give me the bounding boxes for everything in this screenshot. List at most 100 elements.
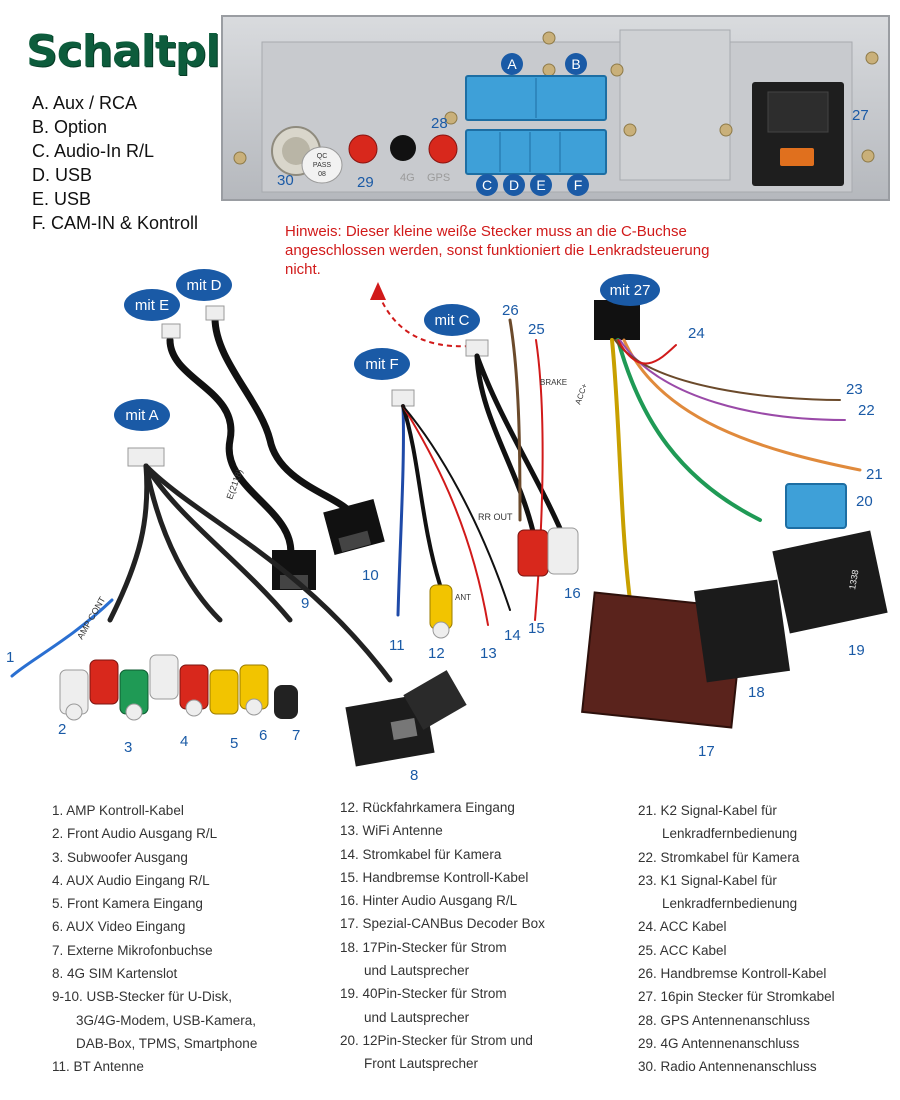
num-19: 19 xyxy=(848,642,865,659)
pass-label: PASS xyxy=(313,162,331,169)
legend-item: 22. Stromkabel für Kamera xyxy=(638,849,800,865)
num-23: 23 xyxy=(846,381,863,398)
port-legend-item: F. CAM-IN & Kontroll xyxy=(32,213,199,233)
num-24: 24 xyxy=(688,325,705,342)
port-legend-item: B. Option xyxy=(32,117,108,137)
legend-item-continuation: und Lautsprecher xyxy=(364,1009,470,1025)
port-f-label: F xyxy=(574,177,583,193)
legend-item: 7. Externe Mikrofonbuchse xyxy=(52,942,213,958)
legend-item-continuation: Front Lautsprecher xyxy=(364,1056,479,1072)
legend-item: 24. ACC Kabel xyxy=(638,919,727,935)
num-16: 16 xyxy=(564,585,581,602)
cable-bundle-f: ANT xyxy=(391,389,511,639)
legend-item: 29. 4G Antennenanschluss xyxy=(638,1035,800,1051)
amp-cont-tag: AMP CONT xyxy=(75,595,108,641)
num-3: 3 xyxy=(124,739,132,756)
num-20: 20 xyxy=(856,493,873,510)
legend-item: 5. Front Kamera Eingang xyxy=(52,896,203,912)
num-13: 13 xyxy=(480,645,497,662)
hint-text: Hinweis: Dieser kleine weiße Stecker mus… xyxy=(285,223,710,278)
legend-item: 1. AMP Kontroll-Kabel xyxy=(52,803,184,818)
port-d-label: D xyxy=(509,177,519,193)
legend-item: 15. Handbremse Kontroll-Kabel xyxy=(340,869,529,885)
legend-item-continuation: und Lautsprecher xyxy=(364,963,470,979)
legend-item: 16. Hinter Audio Ausgang R/L xyxy=(340,893,518,909)
port-legend-item: C. Audio-In R/L xyxy=(32,141,155,161)
num-4: 4 xyxy=(180,733,188,750)
num-5: 5 xyxy=(230,735,238,752)
legend-item-continuation: Lenkradfernbedienung xyxy=(662,826,798,842)
legend-column-1: 1. AMP Kontroll-Kabel 2. Front Audio Aus… xyxy=(52,799,257,1079)
acc-tag: ACC+ xyxy=(573,382,589,406)
port-legend: A. Aux / RCA B. Option C. Audio-In R/L D… xyxy=(32,91,198,235)
brake-tag: BRAKE xyxy=(540,378,567,387)
port-c-label: C xyxy=(482,177,492,193)
legend-item: 9-10. USB-Stecker für U-Disk, xyxy=(52,989,233,1005)
legend-item: 21. K2 Signal-Kabel für xyxy=(638,803,777,818)
num-12: 12 xyxy=(428,645,445,662)
num-30: 30 xyxy=(277,172,294,189)
legend-item: 19. 40Pin-Stecker für Strom xyxy=(340,986,507,1002)
num-10: 10 xyxy=(362,567,379,584)
num-28: 28 xyxy=(431,115,448,132)
num-8: 8 xyxy=(410,767,418,784)
legend-item: 28. GPS Antennenanschluss xyxy=(638,1012,810,1028)
port-legend-item: E. USB xyxy=(32,189,92,209)
rca-bundle-a: AMP CONT xyxy=(10,447,467,767)
legend-item: 8. 4G SIM Kartenslot xyxy=(52,966,178,982)
num-17: 17 xyxy=(698,743,715,760)
bubble-mit-e: mit E xyxy=(135,297,169,314)
legend-item: 4. AUX Audio Eingang R/L xyxy=(52,872,210,888)
num-9: 9 xyxy=(301,595,309,612)
connector-bubbles: mit E mit D mit A mit F mit C mit 27 xyxy=(114,269,660,431)
num-21: 21 xyxy=(866,466,883,483)
num-7: 7 xyxy=(292,727,300,744)
qc-label: QC xyxy=(317,153,328,160)
cable-number-labels: 1 2 3 4 5 6 7 8 9 10 11 12 13 14 15 16 1… xyxy=(6,302,883,784)
legend-item: 12. Rückfahrkamera Eingang xyxy=(340,800,515,815)
num-1: 1 xyxy=(6,649,14,666)
num-15: 15 xyxy=(528,620,545,637)
fourg-label: 4G xyxy=(400,172,415,184)
usb-cables: E(2118) xyxy=(161,305,385,590)
legend-column-2: 12. Rückfahrkamera Eingang 13. WiFi Ante… xyxy=(340,796,545,1076)
hint-arrow xyxy=(377,291,471,348)
gps-label: GPS xyxy=(427,172,450,184)
num-29: 29 xyxy=(357,174,374,191)
legend-item-continuation: Lenkradfernbedienung xyxy=(662,896,798,912)
legend-item: 11. BT Antenne xyxy=(52,1059,144,1075)
port-e-label: E xyxy=(536,177,545,193)
legend-item: 25. ACC Kabel xyxy=(638,942,727,958)
legend-item: 14. Stromkabel für Kamera xyxy=(340,846,502,862)
decoder-tag: 1338 xyxy=(847,569,860,590)
rr-out-tag: RR OUT xyxy=(478,512,513,522)
num-22: 22 xyxy=(858,402,875,419)
legend-item: 30. Radio Antennenanschluss xyxy=(638,1059,817,1075)
legend-item: 3. Subwoofer Ausgang xyxy=(52,849,188,865)
num-6: 6 xyxy=(259,727,267,744)
legend-column-3: 21. K2 Signal-Kabel für Lenkradfernbedie… xyxy=(638,799,835,1079)
num-25: 25 xyxy=(528,321,545,338)
legend-item: 6. AUX Video Eingang xyxy=(52,919,186,935)
port-legend-item: A. Aux / RCA xyxy=(32,93,138,113)
legend-item: 20. 12Pin-Stecker für Strom und xyxy=(340,1032,533,1048)
legend-item: 13. WiFi Antenne xyxy=(340,823,443,839)
num-18: 18 xyxy=(748,684,765,701)
legend-item: 26. Handbremse Kontroll-Kabel xyxy=(638,966,827,982)
legend-item: 17. Spezial-CANBus Decoder Box xyxy=(340,916,545,932)
legend-item: 18. 17Pin-Stecker für Strom xyxy=(340,939,507,955)
qc-number: 08 xyxy=(318,171,326,178)
legend-item: 23. K1 Signal-Kabel für xyxy=(638,872,777,888)
legend-item: 27. 16pin Stecker für Stromkabel xyxy=(638,989,835,1005)
legend-item-continuation: DAB-Box, TPMS, Smartphone xyxy=(76,1035,258,1051)
port-legend-item: D. USB xyxy=(32,165,93,185)
num-11: 11 xyxy=(389,637,405,654)
bubble-mit-a: mit A xyxy=(125,407,158,424)
bubble-mit-c: mit C xyxy=(435,312,470,329)
port-b-label: B xyxy=(571,56,580,72)
port-a-label: A xyxy=(507,56,517,72)
num-26: 26 xyxy=(502,302,519,319)
bubble-mit-d: mit D xyxy=(187,277,222,294)
legend-item-continuation: 3G/4G-Modem, USB-Kamera, xyxy=(76,1012,257,1028)
